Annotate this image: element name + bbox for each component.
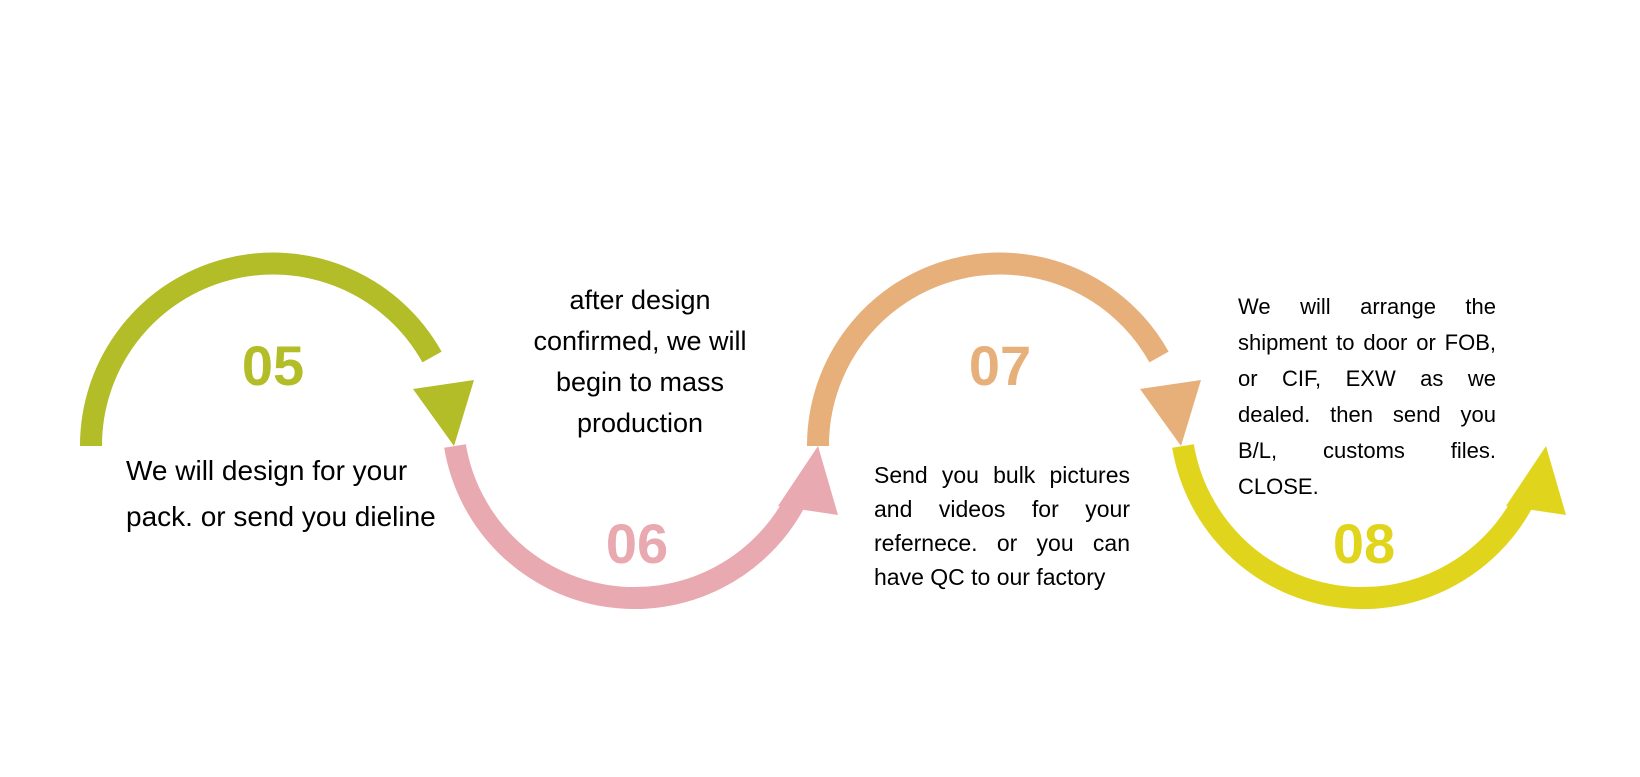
- step-08-arrowhead: [1506, 446, 1566, 515]
- step-07-arc: [806, 252, 1169, 447]
- step-06-arrowhead: [778, 446, 838, 515]
- step-06-number: 06: [606, 512, 668, 575]
- step-07-number: 07: [969, 334, 1031, 397]
- step-05-description: We will design for your pack. or send yo…: [126, 455, 436, 532]
- step-06-description: after design confirmed, we will begin to…: [533, 285, 747, 438]
- step-08-number: 08: [1333, 512, 1395, 575]
- step-05-arrowhead: [413, 380, 474, 446]
- step-07-description: Send you bulk pictures and videos for yo…: [874, 462, 1130, 590]
- step-05-arc: [79, 252, 442, 447]
- step-07-arrowhead: [1140, 380, 1201, 446]
- step-05-number: 05: [242, 334, 304, 397]
- step-08-arc: [1172, 444, 1534, 610]
- step-08-description: We will arrange the shipment to door or …: [1238, 294, 1496, 499]
- step-06-arc: [444, 444, 806, 610]
